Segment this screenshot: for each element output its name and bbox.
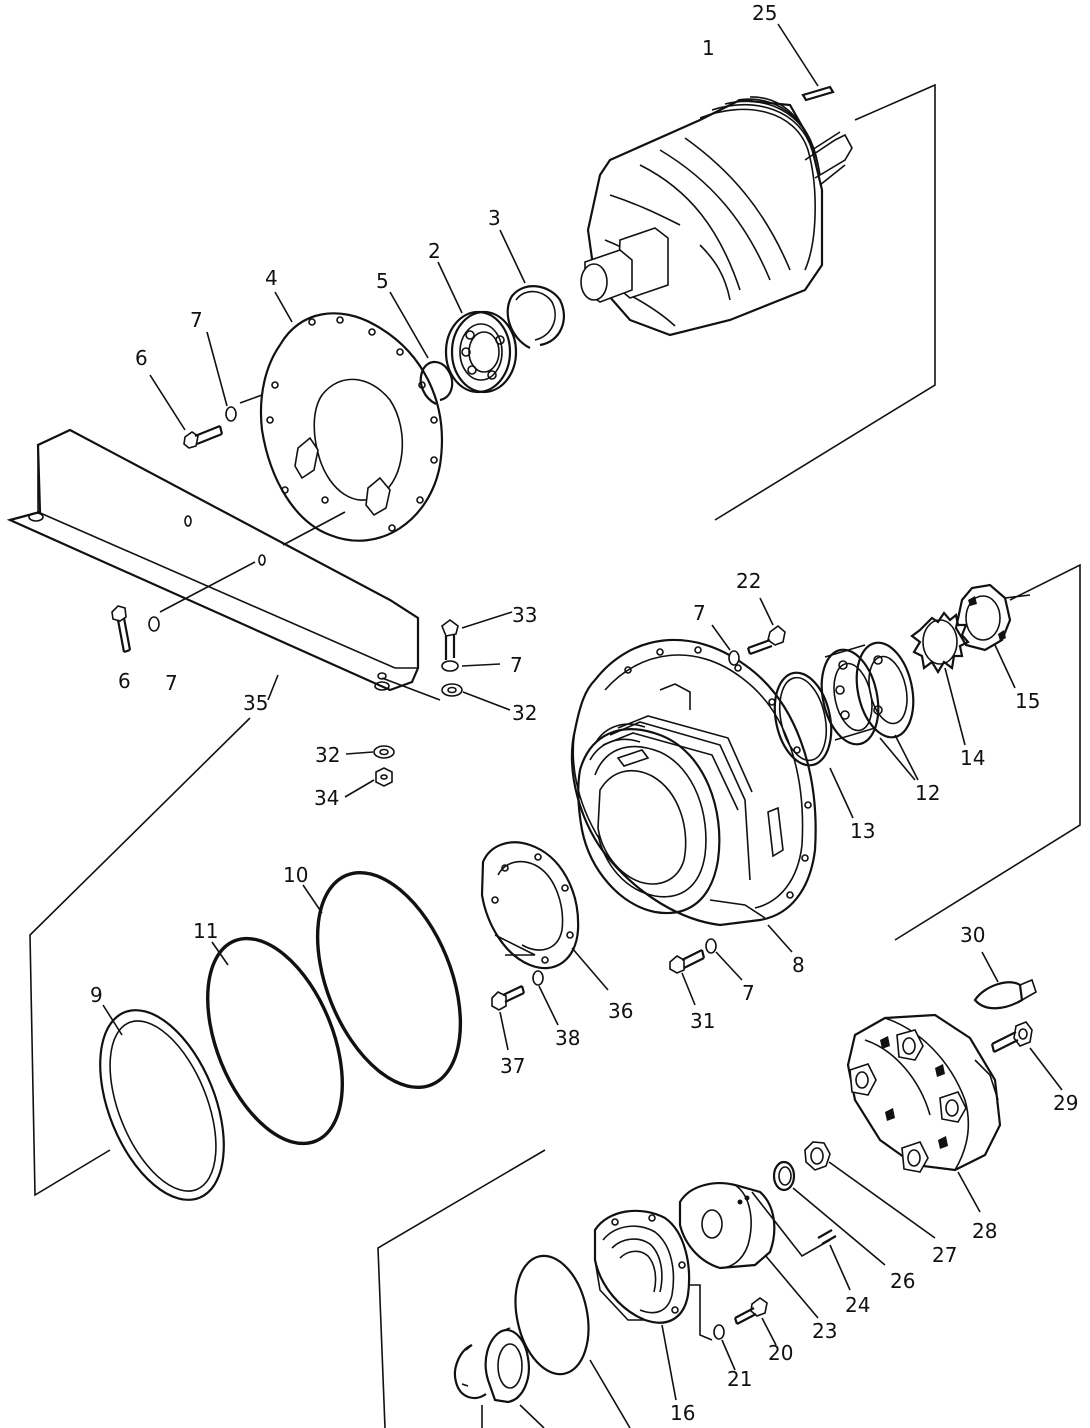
part-6-7-lower-bolt <box>111 605 160 654</box>
callout-7b: 7 <box>693 601 706 625</box>
part-24-pin <box>751 1191 851 1291</box>
callout-2: 2 <box>428 239 441 263</box>
callout-labels: 1 2 3 4 5 6 7 25 22 7 33 7 32 6 7 35 32 … <box>90 1 1078 1425</box>
callout-20: 20 <box>768 1341 793 1365</box>
part-25-key <box>777 23 835 102</box>
callout-11: 11 <box>193 919 218 943</box>
part-6-7-upper-bolt <box>149 331 263 449</box>
callout-14: 14 <box>960 746 985 770</box>
callout-37: 37 <box>500 1054 525 1078</box>
callout-23: 23 <box>812 1319 837 1343</box>
callout-31: 31 <box>690 1009 715 1033</box>
part-22-bolt <box>711 597 786 666</box>
callout-15: 15 <box>1015 689 1040 713</box>
part-29-bolt <box>990 1021 1063 1091</box>
callout-21: 21 <box>727 1367 752 1391</box>
part-15-lock-nut <box>954 583 1031 689</box>
part-28-coupling <box>846 1013 1002 1213</box>
callout-6b: 6 <box>118 669 131 693</box>
part-37-bolt <box>491 970 559 1051</box>
part-10-o-ring <box>302 870 463 1090</box>
callout-7e: 7 <box>742 981 755 1005</box>
callout-30: 30 <box>960 923 985 947</box>
part-12-bearings <box>820 641 919 781</box>
callout-34: 34 <box>314 786 339 810</box>
callout-9: 9 <box>90 983 103 1007</box>
lower-bearing-stack <box>453 1254 631 1428</box>
part-30-plug <box>973 951 1037 1010</box>
callout-1: 1 <box>702 36 715 60</box>
part-11-o-ring <box>206 936 344 1146</box>
part-13-o-ring <box>773 671 854 819</box>
callout-27: 27 <box>932 1243 957 1267</box>
callout-38: 38 <box>555 1026 580 1050</box>
callout-22: 22 <box>736 569 761 593</box>
part-31-bolt <box>669 938 743 1006</box>
callout-7a: 7 <box>190 308 203 332</box>
part-14-lock-washer <box>910 611 970 746</box>
callout-26: 26 <box>890 1269 915 1293</box>
part-9-gasket <box>99 1004 225 1201</box>
callout-36: 36 <box>608 999 633 1023</box>
part-4-flange-plate <box>259 291 444 542</box>
part-2-bearing <box>437 261 518 394</box>
callout-12: 12 <box>915 781 940 805</box>
callout-13: 13 <box>850 819 875 843</box>
part-36-cover-plate <box>480 841 609 991</box>
callout-32b: 32 <box>315 743 340 767</box>
part-16-bearing-housing <box>593 1209 713 1401</box>
callout-6a: 6 <box>135 346 148 370</box>
callout-24: 24 <box>845 1293 870 1317</box>
callout-7c: 7 <box>510 653 523 677</box>
part-3-snap-ring <box>499 229 565 349</box>
callout-7d: 7 <box>165 671 178 695</box>
callout-33: 33 <box>512 603 537 627</box>
callout-28: 28 <box>972 1219 997 1243</box>
callout-5: 5 <box>376 269 389 293</box>
callout-35: 35 <box>243 691 268 715</box>
callout-8: 8 <box>792 953 805 977</box>
part-23-hub <box>678 1182 819 1319</box>
part-5-circlip <box>389 291 454 405</box>
assembly-frame-lines <box>29 83 1081 1428</box>
part-27-nut <box>804 1141 936 1239</box>
callout-3: 3 <box>488 206 501 230</box>
part-20-21-bolt <box>713 1297 777 1371</box>
part-32-34-washer-nut <box>344 745 395 798</box>
part-35-bracket <box>6 428 441 701</box>
callout-16: 16 <box>670 1401 695 1425</box>
callout-32a: 32 <box>512 701 537 725</box>
part-26-washer <box>772 1160 886 1266</box>
callout-4: 4 <box>265 266 278 290</box>
part-1-rotor <box>580 96 853 337</box>
callout-10: 10 <box>283 863 308 887</box>
callout-25: 25 <box>752 1 777 25</box>
part-33-bolt-stack <box>441 611 513 711</box>
callout-29: 29 <box>1053 1091 1078 1115</box>
